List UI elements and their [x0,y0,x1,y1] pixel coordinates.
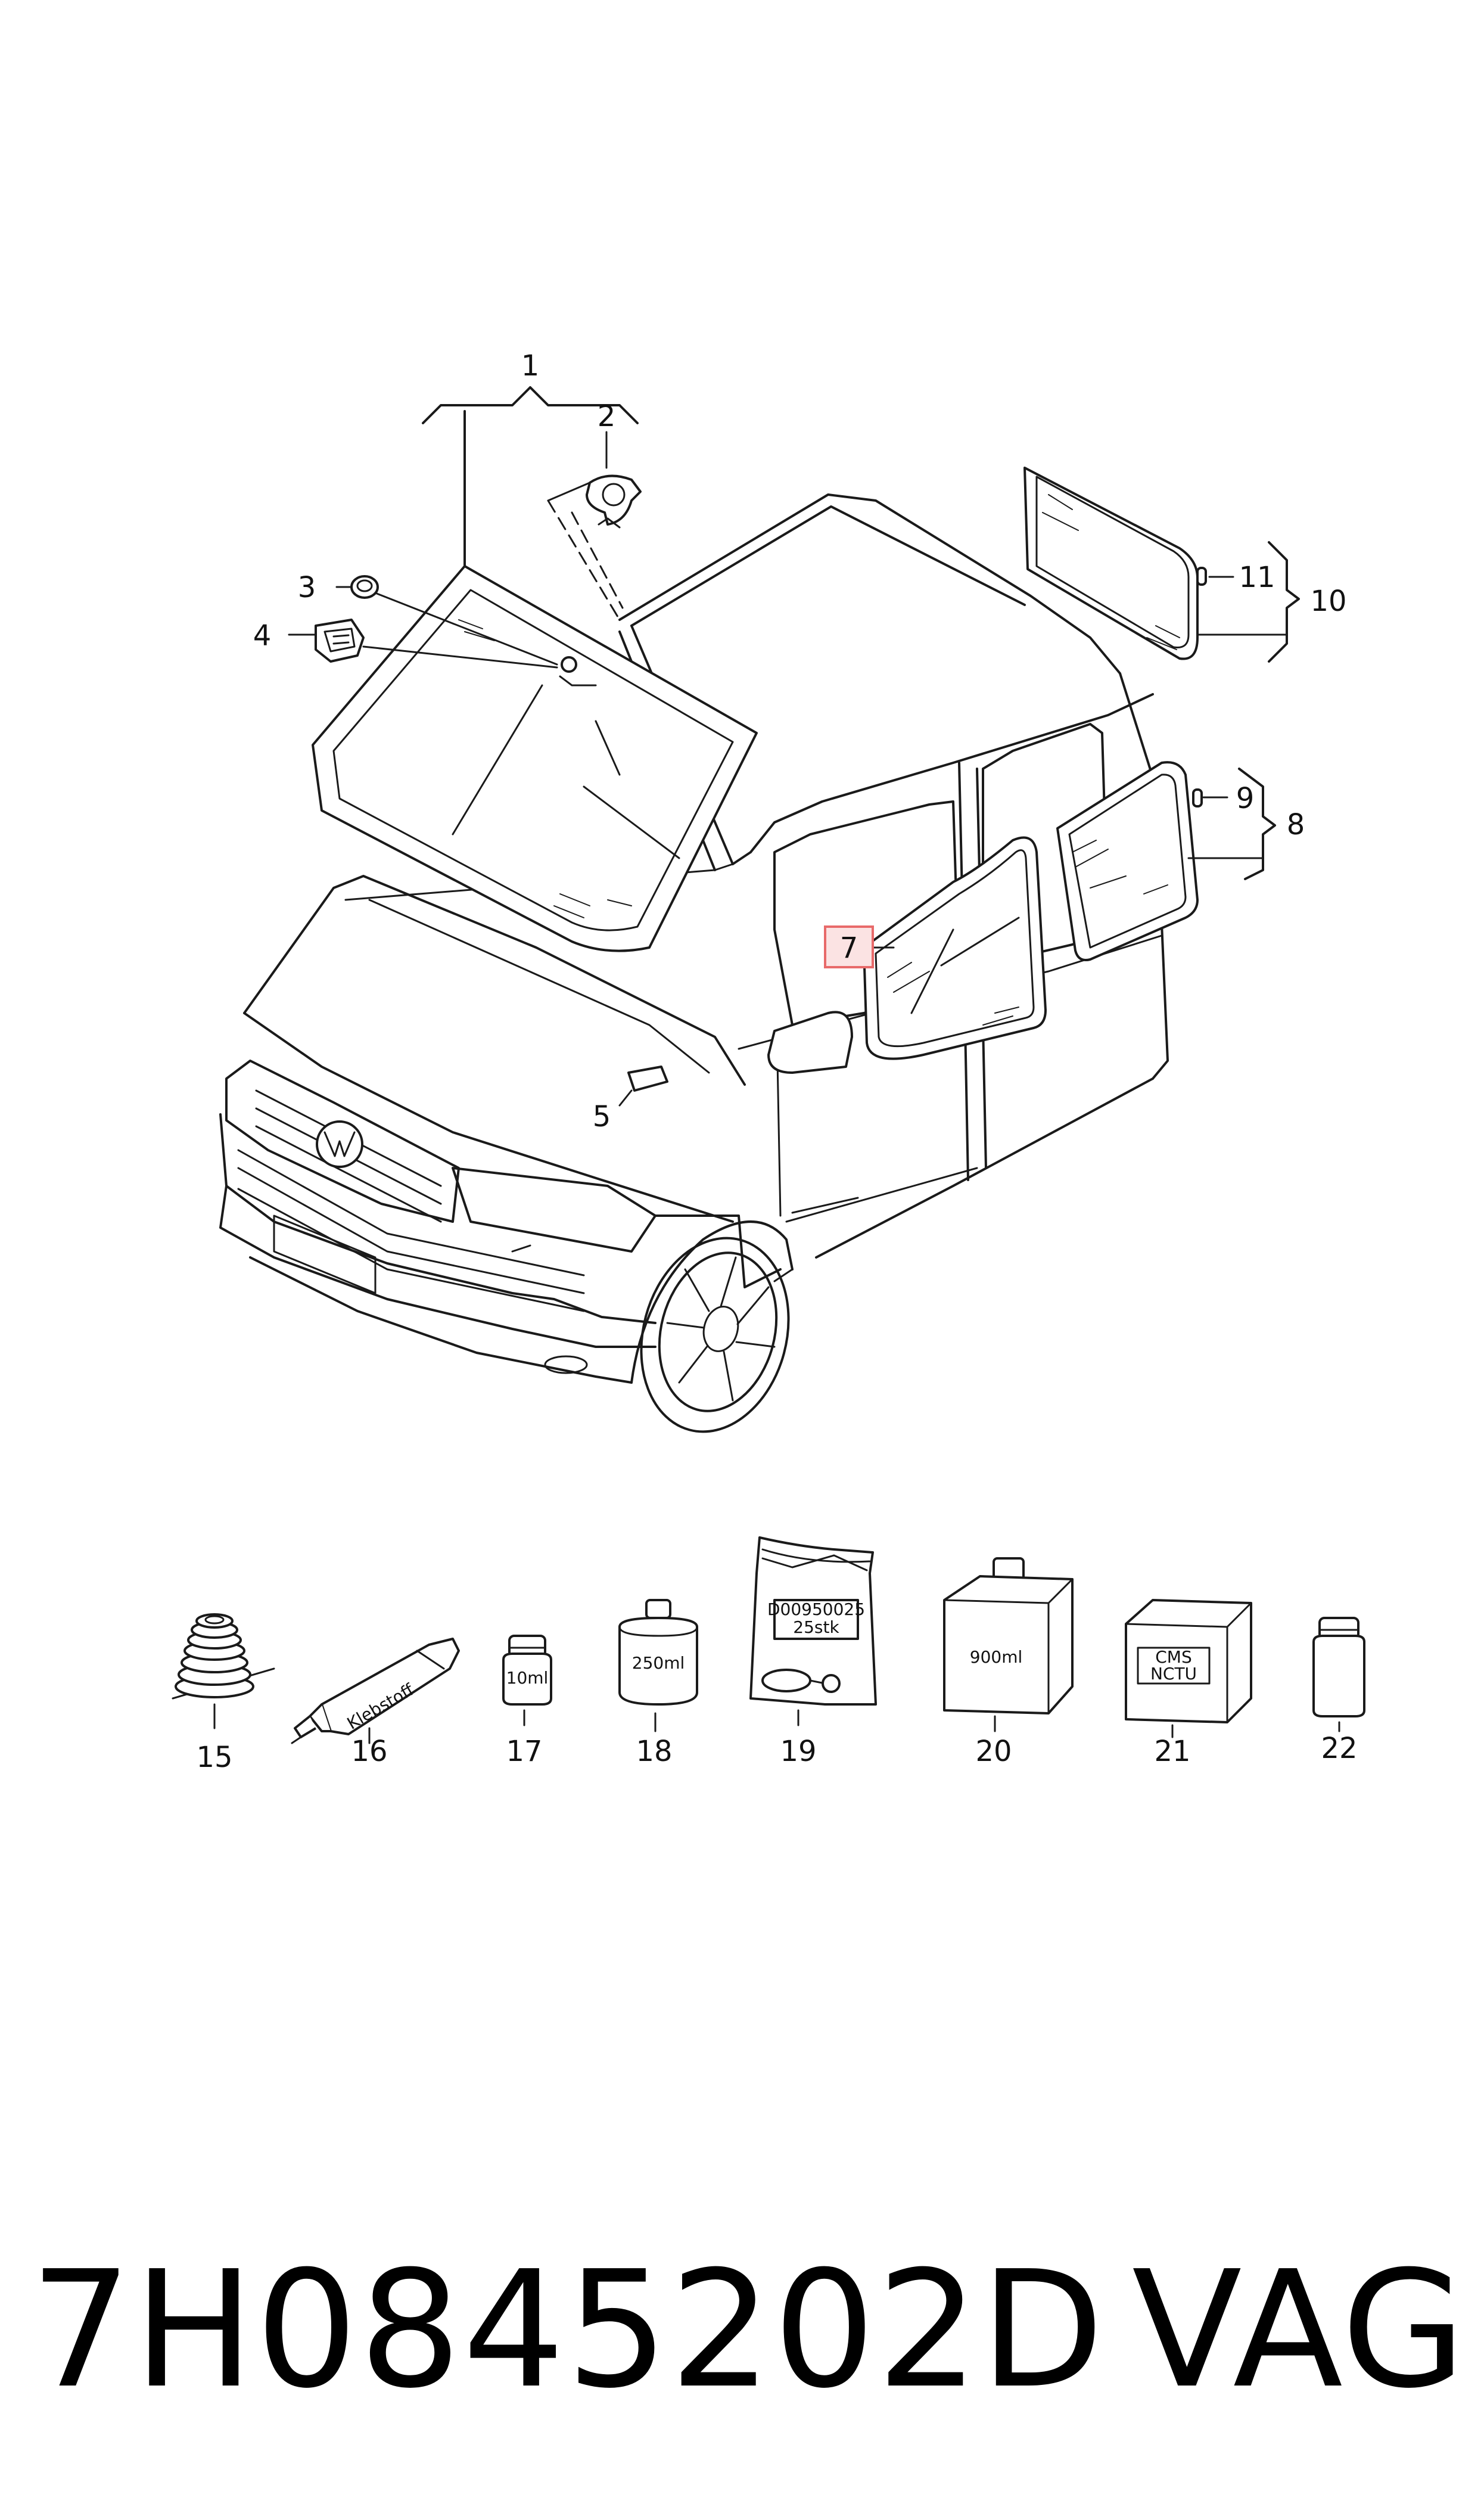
part-number: 7H0845202D [30,2236,1106,2424]
cap-part-3 [350,575,379,599]
callout-20: 20 [975,1735,1012,1768]
callout-18: 18 [636,1735,672,1768]
product-21-kit: CMS NCTU [1125,1599,1252,1738]
rear-window-part-10 [1023,467,1199,660]
front-wheel [640,1237,790,1433]
clip-part-2 [586,474,642,529]
clip-part-9 [1192,788,1203,807]
sensor-part-4 [315,619,365,663]
callout-5: 5 [593,1100,611,1133]
sliding-window-part-8 [1056,761,1199,961]
door-window-part-7 [863,836,1047,1060]
callout-4: 4 [253,619,272,653]
callout-15: 15 [196,1741,232,1774]
callout-7: 7 [840,931,858,965]
callout-19: 19 [780,1735,816,1768]
product-18-can: 250ml [618,1599,698,1732]
callout-16: 16 [351,1735,387,1768]
van-illustration [219,493,1169,1433]
kit-label-line1: CMS [1155,1647,1191,1667]
callout-10: 10 [1310,585,1346,618]
callout-17: 17 [506,1735,542,1768]
callout-2: 2 [598,400,616,433]
vw-emblem [316,1120,363,1168]
callout-21: 21 [1154,1735,1190,1768]
leader-lines [288,386,1300,1107]
box-label: 900ml [970,1647,1023,1667]
callout-1: 1 [521,349,540,383]
callout-3: 3 [298,571,316,604]
product-22-bottle [1312,1617,1365,1732]
product-15-spacer [172,1613,275,1729]
bag-count: 25stk [793,1617,839,1637]
product-17-bottle: 10ml [502,1635,552,1726]
small-bottle-label: 10ml [506,1668,549,1688]
clip-part-11 [1196,567,1207,586]
product-16-tube: Klebstoff [291,1638,460,1744]
callout-7-highlight [824,925,874,968]
kit-label-line2: NCTU [1150,1664,1197,1684]
callout-8: 8 [1287,808,1305,841]
windscreen-part-1 [312,565,758,952]
brand-name: VAG [1132,2236,1467,2424]
callout-11: 11 [1239,561,1275,594]
product-20-box: 900ml [943,1557,1074,1732]
bag-code: D00950025 [767,1599,865,1619]
callout-9: 9 [1236,782,1255,815]
product-19-bag: D00950025 25stk [749,1536,877,1726]
can-label: 250ml [632,1653,685,1673]
callouts: 1 2 3 4 5 7 8 9 10 11 [253,349,1347,1133]
callout-22: 22 [1321,1732,1357,1765]
